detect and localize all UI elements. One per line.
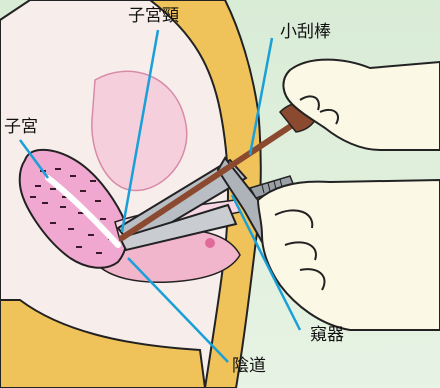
label-cervix: 子宮頸 [128,6,179,26]
label-vagina: 陰道 [232,356,266,376]
label-uterus: 子宮 [4,117,38,137]
label-speculum: 窺器 [310,325,344,345]
label-spatula: 小刮棒 [280,22,331,42]
mucosa-dot [205,238,215,248]
